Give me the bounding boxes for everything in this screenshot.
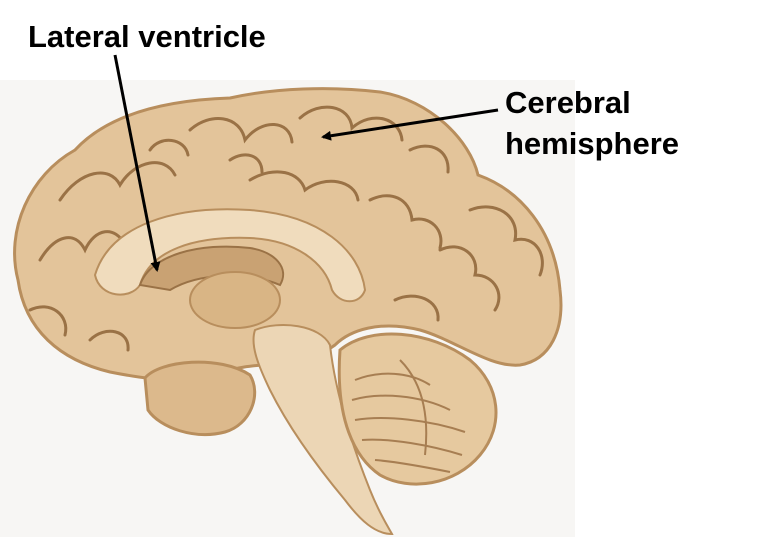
brainstem <box>252 324 394 536</box>
sulci-pattern <box>28 105 544 352</box>
label-cerebral-line-2: hemisphere <box>505 126 680 161</box>
lateral-ventricle-arrow <box>113 54 161 272</box>
cerebral-hemisphere-arrow <box>321 108 499 141</box>
cerebellum <box>337 332 498 486</box>
temporal-lobe <box>143 360 257 437</box>
label-cerebral-hemisphere: Cerebral hemisphere <box>505 82 679 164</box>
cerebellum-folia <box>351 359 466 473</box>
label-lateral-ventricle: Lateral ventricle <box>28 19 266 54</box>
label-cerebral-line-1: Cerebral <box>505 85 631 120</box>
thalamus <box>189 271 281 329</box>
